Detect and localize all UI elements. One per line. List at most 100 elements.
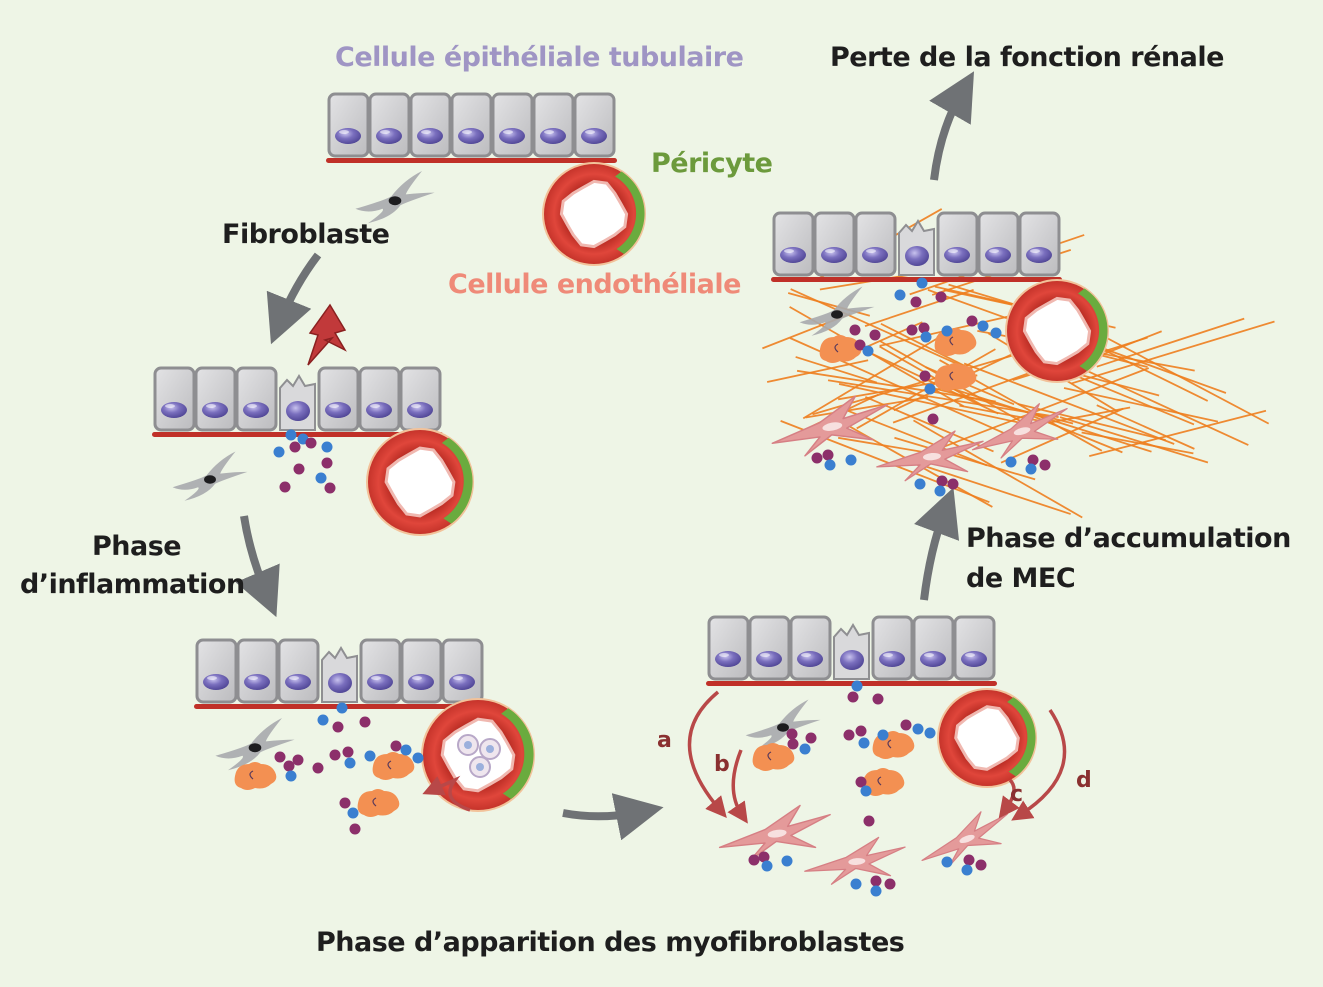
cytokine-purple [324,482,336,494]
cytokine-purple [342,746,354,758]
inflammation-phase-label-line1: Phase [92,531,182,562]
macrophage [752,743,795,771]
nucleus [243,402,269,418]
epithelial-cell-label: Cellule épithéliale tubulaire [335,42,744,73]
ecm-fiber [766,359,869,383]
cytokine-purple [321,457,333,469]
cytokine-blue [941,856,953,868]
cytokine-blue [799,743,811,755]
ecm-fiber [894,436,1036,481]
myofibroblast-phase-label: Phase d’apparition des myofibroblastes [316,927,905,958]
nucleus [715,651,741,667]
healthy-epithelium [326,92,617,163]
cytokine-purple [811,452,823,464]
nucleus [449,674,475,690]
cytokine-purple [289,441,301,453]
cytokine-purple [947,478,959,490]
epithelial-cell [409,92,452,158]
epithelial-cell [399,366,442,432]
epithelial-cell [854,211,897,277]
cytokine-purple [919,370,931,382]
cytokine-purple [274,751,286,763]
nucleus [417,128,443,144]
cytokine-blue [916,277,928,289]
cytokine-purple [339,797,351,809]
macrophage [234,762,277,790]
origin-arrow-c [998,778,1020,819]
cytokine-purple [849,324,861,336]
ecm-fiber [1048,406,1131,424]
cytokine-purple [975,859,987,871]
cytokine-blue [285,429,297,441]
epithelial-cell [368,92,411,158]
cytokine-blue [347,807,359,819]
cytokine-blue [317,714,329,726]
cytokine-purple [855,776,867,788]
cytokine-purple [854,339,866,351]
healthy-vessel [542,162,646,266]
cytokine-purple [283,760,295,772]
pericyte [501,708,534,799]
cytokine-blue [761,860,773,872]
cytokine-blue [851,680,863,692]
flow-arrows [235,71,975,841]
inflammation-vessel [421,698,535,812]
cytokine-blue [1005,456,1017,468]
basement-membrane [771,277,1062,282]
epithelial-cell [236,638,279,704]
myofibroblast [876,430,984,482]
origin-label-d: d [1076,768,1092,793]
cytokine-purple [910,296,922,308]
cytokine-purple [390,740,402,752]
ecm-fiber [864,289,974,327]
myofibroblast-nucleus [922,452,941,461]
nucleus [328,673,352,693]
cytokine-purple [332,721,344,733]
ecm-fiber [963,362,1175,445]
cytokine-purple [869,329,881,341]
epithelial-cell [707,615,750,681]
nucleus [286,401,310,421]
cytokine-blue [364,750,376,762]
epithelial-cell [279,374,316,431]
pericyte-detachment-arrow [422,775,471,812]
cytokine-purple [822,449,834,461]
macrophage [862,768,905,796]
epithelial-cell [871,615,914,681]
ecm-fiber [1089,409,1267,457]
pericyte [1078,288,1108,371]
nucleus [780,247,806,263]
cytokine-blue [285,770,297,782]
origin-arrow-d [1011,709,1067,821]
vessel-lumen [1022,296,1092,366]
epithelial-cell [772,211,815,277]
basement-membrane [152,432,443,437]
cytokine-purple [927,413,939,425]
epithelial-cell [317,366,360,432]
nucleus [862,247,888,263]
cytokine-purple [1039,459,1051,471]
cytokine-blue [824,459,836,471]
ecm-fiber [1059,416,1209,464]
ecm-epithelium [771,211,1062,282]
nucleus [244,674,270,690]
cytokine-purple [935,291,947,303]
cytokine-purple [872,693,884,705]
epithelial-cell [195,638,238,704]
flow-arrow-healthy-to-injury [266,252,322,345]
origin-arrow-b [727,749,748,824]
nucleus [366,402,392,418]
vessel-lumen [559,179,629,249]
macrophage [819,335,862,363]
flow-arrow-inflammation-to-myofibroblast [562,793,664,841]
pericyte [441,437,473,524]
flow-arrow-ecm-to-loss-of-function [929,71,975,181]
macrophage [934,328,977,356]
cytokine-purple [843,729,855,741]
origin-arrow-a [687,690,727,818]
epithelial-cell [573,92,616,158]
origin-label-a: a [657,728,672,753]
nucleus [879,651,905,667]
ecm-fiber [1060,358,1249,446]
